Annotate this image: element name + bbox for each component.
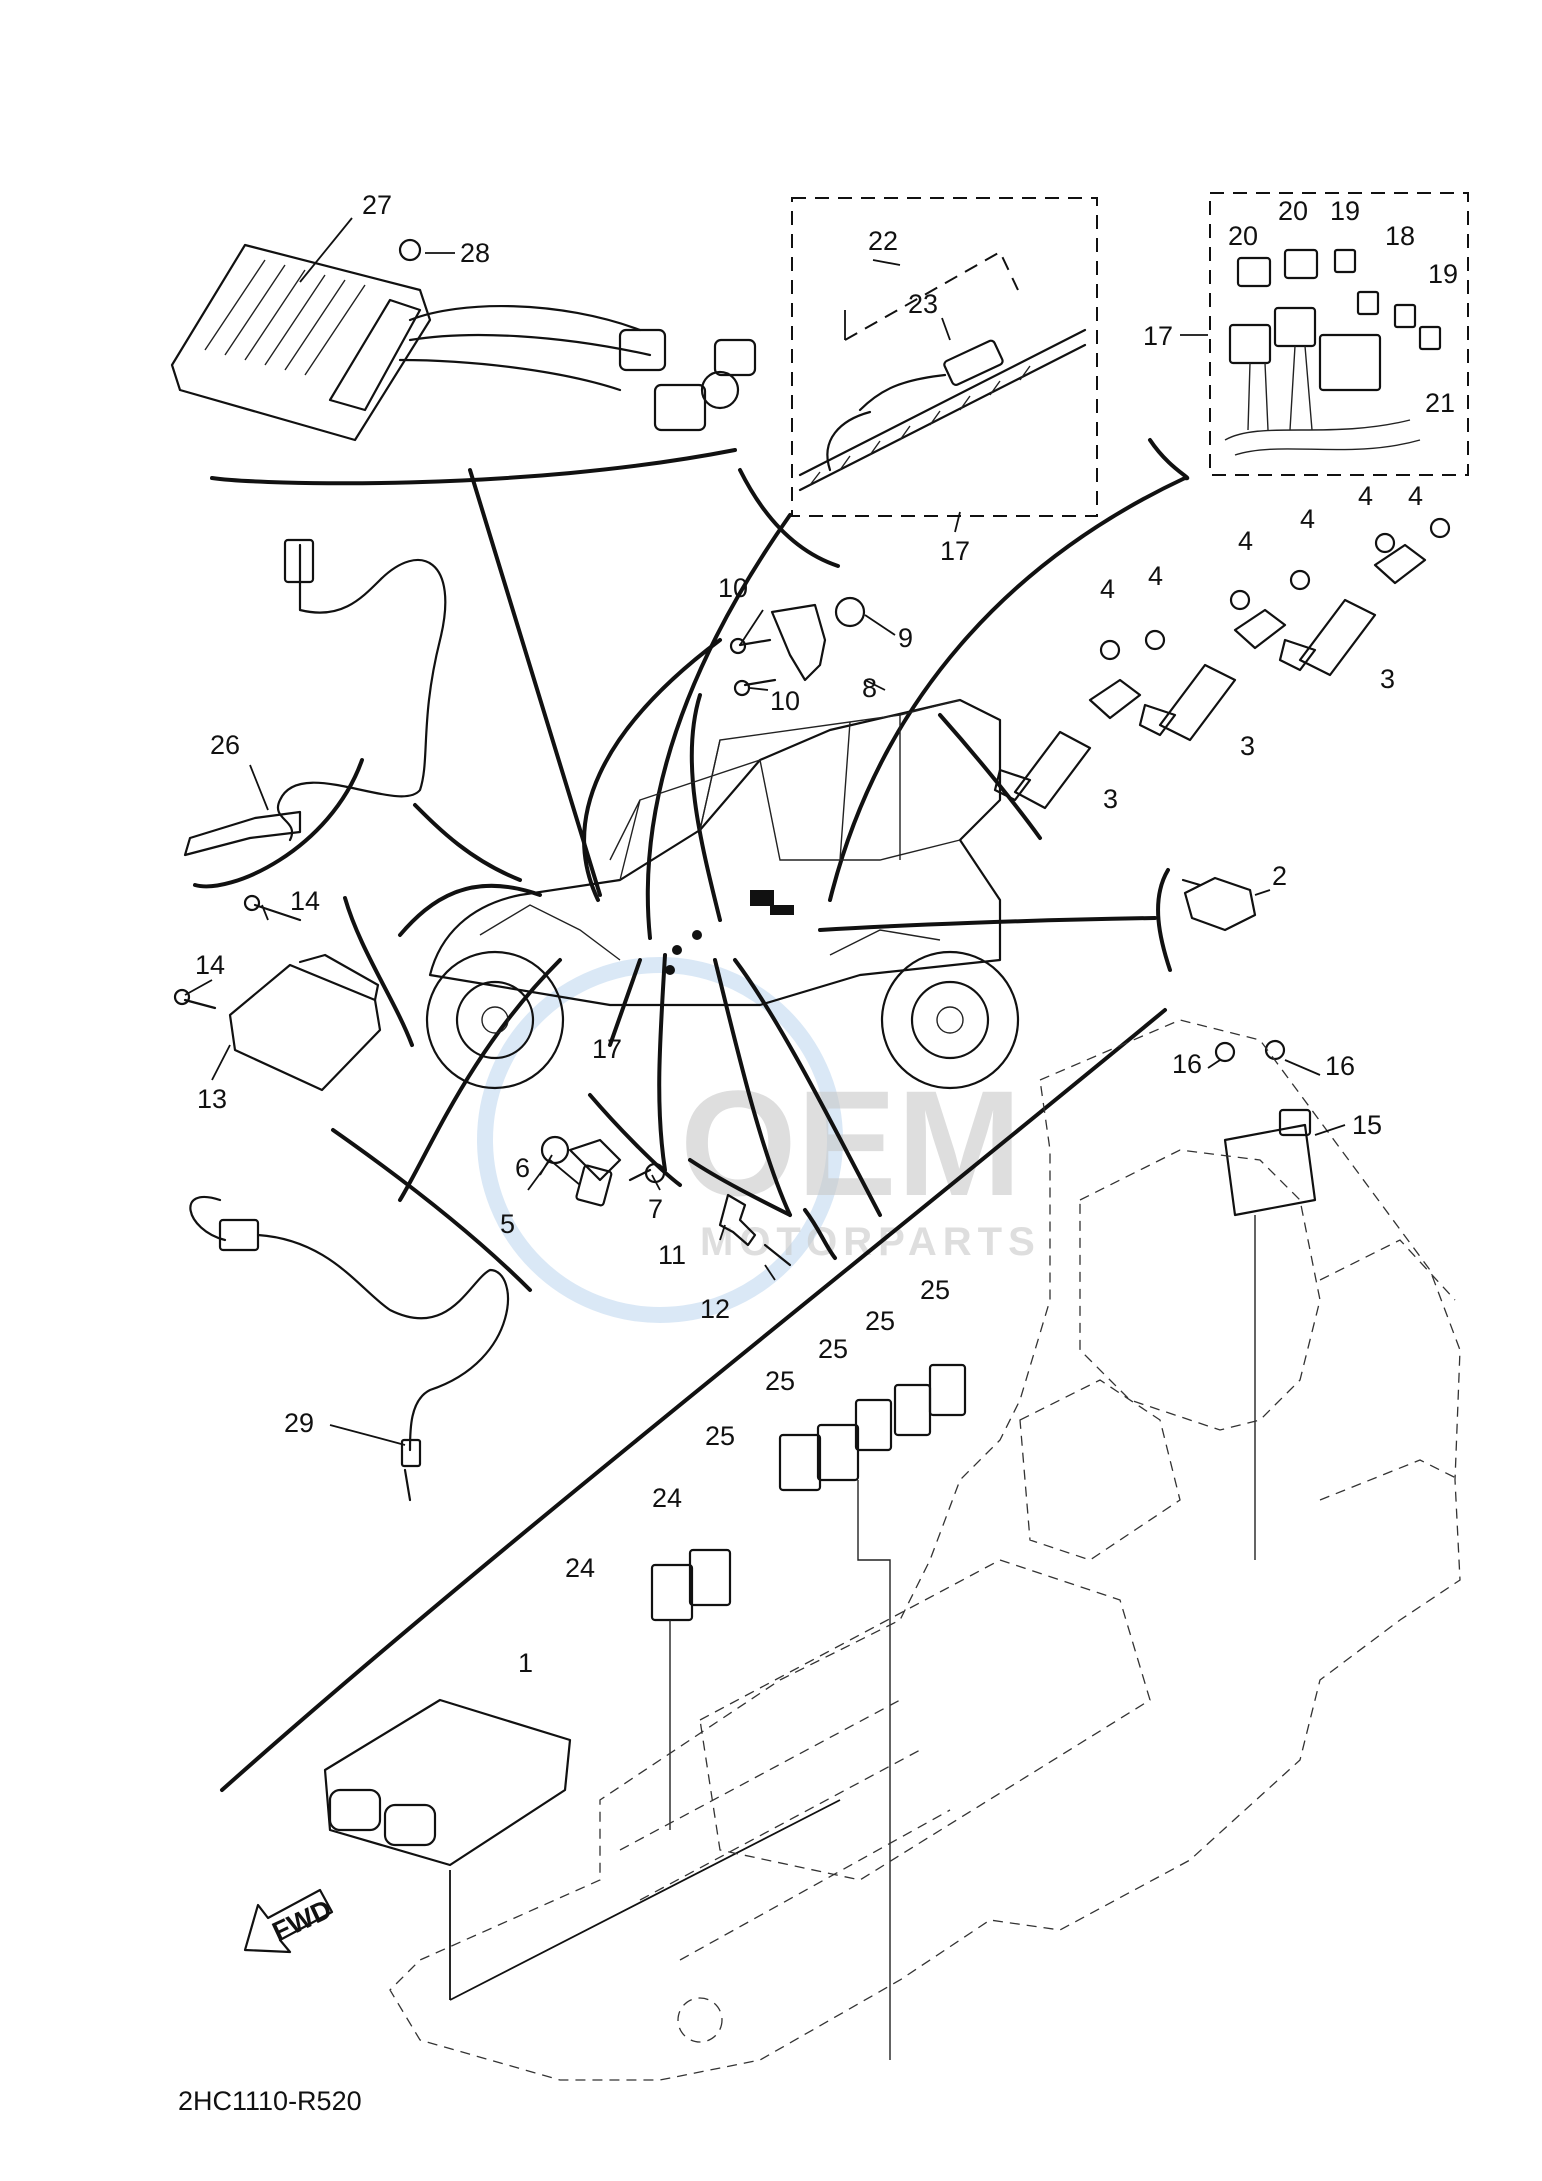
module-13	[173, 894, 382, 1092]
callout-3-c: 3	[1380, 664, 1395, 694]
sender-2	[1181, 876, 1257, 932]
callout-leaders	[184, 217, 1346, 1446]
callout-11: 11	[658, 1240, 686, 1270]
relay-15	[1214, 1039, 1317, 1560]
callout-3-a: 3	[1103, 784, 1118, 814]
callout-10-bottom: 10	[770, 686, 800, 716]
spark-plug-11	[718, 1193, 792, 1267]
relays-24-25	[650, 1363, 967, 2060]
callout-7: 7	[648, 1194, 663, 1224]
sensor-8	[729, 596, 866, 697]
callout-4-e: 4	[1358, 481, 1373, 511]
sensor-26	[183, 538, 447, 857]
callout-27: 27	[362, 190, 392, 220]
callout-2: 2	[1272, 861, 1287, 891]
callout-21: 21	[1425, 388, 1455, 418]
callout-17-inset: 17	[1143, 321, 1173, 351]
callout-16-left: 16	[1172, 1049, 1202, 1079]
callout-4-f: 4	[1408, 481, 1423, 511]
callout-4-c: 4	[1238, 526, 1253, 556]
ignition-coils-3	[993, 517, 1451, 810]
harness-connector-23	[798, 328, 1087, 492]
callout-4-d: 4	[1300, 504, 1315, 534]
bracket-arcs	[193, 438, 1190, 1792]
callout-18: 18	[1385, 221, 1415, 251]
callout-4-b: 4	[1148, 561, 1163, 591]
callout-labels: 27 28 22 23 17 17 20 20 19 18 19 21 4 4 …	[195, 190, 1458, 1678]
callout-12: 12	[700, 1294, 730, 1324]
ecu-1	[323, 1698, 841, 2001]
callout-26: 26	[210, 730, 240, 760]
callout-28: 28	[460, 238, 490, 268]
callout-16-right: 16	[1325, 1051, 1355, 1081]
fwd-label: FWD	[268, 1894, 336, 1947]
watermark-sub: MOTORPARTS	[700, 1220, 1041, 1264]
callout-10-top: 10	[718, 573, 748, 603]
callout-24-left: 24	[565, 1553, 595, 1583]
callout-29: 29	[284, 1408, 314, 1438]
inset-box-harness-connector	[791, 197, 1098, 517]
vehicle-side-view	[425, 698, 1020, 1090]
callout-1: 1	[518, 1648, 533, 1678]
callout-20-right: 20	[1278, 196, 1308, 226]
fwd-arrow-icon: FWD	[243, 1888, 336, 1954]
callout-24-top: 24	[652, 1483, 682, 1513]
callout-19-right: 19	[1428, 259, 1458, 289]
sensor-5	[540, 1135, 666, 1207]
sensor-29	[189, 1195, 509, 1502]
callout-9: 9	[898, 623, 913, 653]
callout-14-left: 14	[195, 950, 225, 980]
callout-17-bottom: 17	[592, 1034, 622, 1064]
callout-17-top: 17	[940, 536, 970, 566]
callout-22: 22	[868, 226, 898, 256]
callout-15: 15	[1352, 1110, 1382, 1140]
callout-25-d: 25	[765, 1366, 795, 1396]
callout-8: 8	[862, 673, 877, 703]
callout-25-c: 25	[818, 1334, 848, 1364]
callout-23: 23	[908, 289, 938, 319]
control-unit-27	[170, 238, 757, 442]
callout-4-a: 4	[1100, 574, 1115, 604]
callout-25-b: 25	[865, 1306, 895, 1336]
callout-5: 5	[500, 1209, 515, 1239]
relay-fuse-assembly-17	[1224, 248, 1442, 456]
diagram-code: 2HC1110-R520	[178, 2086, 362, 2116]
vehicle-frame	[389, 1019, 1461, 2081]
callout-6: 6	[515, 1153, 530, 1183]
callout-19-top: 19	[1330, 196, 1360, 226]
callout-25-top: 25	[920, 1275, 950, 1305]
callout-13: 13	[197, 1084, 227, 1114]
callout-25-e: 25	[705, 1421, 735, 1451]
leader-lines	[398, 468, 1187, 1217]
inset-box-fuse-relay	[1209, 192, 1469, 476]
callout-14-top: 14	[290, 886, 320, 916]
callout-3-b: 3	[1240, 731, 1255, 761]
callout-20-left: 20	[1228, 221, 1258, 251]
